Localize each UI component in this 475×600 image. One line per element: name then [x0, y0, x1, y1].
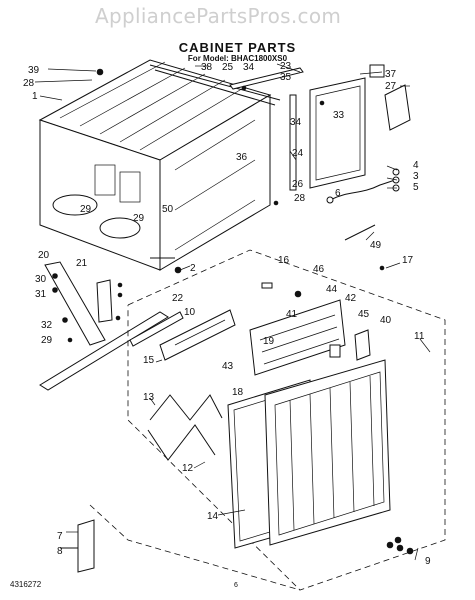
callout-19: 19 — [263, 336, 275, 347]
callout-22: 22 — [172, 293, 184, 304]
wire-harness-drawing — [326, 168, 400, 241]
callout-42: 42 — [345, 293, 357, 304]
callout-25: 25 — [222, 62, 234, 73]
control-panel-drawing — [159, 282, 371, 376]
callout-35: 35 — [280, 72, 292, 83]
callout-14: 14 — [207, 511, 219, 522]
callout-13: 13 — [143, 392, 155, 403]
callout-27: 27 — [385, 81, 397, 92]
callout-28: 28 — [23, 78, 35, 89]
callout-41: 41 — [286, 309, 298, 320]
callout-46: 46 — [313, 264, 325, 275]
callout-18: 18 — [232, 387, 244, 398]
callout-30: 30 — [35, 274, 47, 285]
grille-filter-drawing — [227, 359, 391, 549]
callout-8: 8 — [57, 546, 63, 557]
callout-40: 40 — [380, 315, 392, 326]
callout-15: 15 — [143, 355, 155, 366]
callout-labels: 39 28 1 38 25 34 23 35 37 27 33 34 36 24… — [23, 61, 431, 567]
callout-20: 20 — [38, 250, 50, 261]
callout-2: 2 — [190, 263, 196, 274]
callout-32: 32 — [41, 320, 53, 331]
diagram-title: CABINET PARTS — [178, 40, 297, 55]
callout-7: 7 — [57, 531, 63, 542]
callout-38: 38 — [201, 62, 213, 73]
cabinet-shell-drawing — [38, 59, 281, 271]
callout-50: 50 — [162, 204, 174, 215]
callout-39: 39 — [28, 65, 40, 76]
callout-37: 37 — [385, 69, 397, 80]
callout-33: 33 — [333, 110, 345, 121]
screw-hardware — [96, 68, 385, 274]
callout-36: 36 — [236, 152, 248, 163]
callout-34: 34 — [243, 62, 255, 73]
callout-24: 24 — [292, 148, 304, 159]
callout-29c: 29 — [41, 335, 53, 346]
callout-45: 45 — [358, 309, 370, 320]
callout-9: 9 — [425, 556, 431, 567]
callout-23: 23 — [280, 61, 292, 72]
page-number: 6 — [234, 582, 238, 589]
callout-34b: 34 — [290, 117, 302, 128]
callout-29a: 29 — [80, 204, 92, 215]
callout-29b: 29 — [133, 213, 145, 224]
callout-17: 17 — [402, 255, 414, 266]
front-assembly-outline — [89, 249, 446, 591]
callout-44: 44 — [326, 284, 338, 295]
callout-26: 26 — [292, 179, 304, 190]
filter-panel-drawing — [309, 64, 411, 189]
callout-6: 6 — [335, 188, 341, 199]
model-subtitle: For Model: BHAC1800XS0 — [187, 54, 288, 63]
callout-5: 5 — [413, 182, 419, 193]
heater-coil-drawing — [147, 394, 223, 461]
left-brackets-drawing — [39, 261, 184, 391]
callout-4: 4 — [413, 160, 419, 171]
callout-49: 49 — [370, 240, 382, 251]
callout-28b: 28 — [294, 193, 306, 204]
drawing-number: 4316272 — [10, 580, 42, 589]
callout-1: 1 — [32, 91, 38, 102]
callout-11: 11 — [414, 331, 425, 342]
callout-10: 10 — [184, 307, 196, 318]
rail-strips — [150, 67, 304, 259]
callout-3: 3 — [413, 171, 419, 182]
watermark: AppliancePartsPros.com — [95, 4, 342, 28]
callout-16: 16 — [278, 255, 290, 266]
callout-12: 12 — [182, 463, 194, 474]
callout-21: 21 — [76, 258, 88, 269]
lower-hardware-drawing — [60, 519, 414, 573]
callout-43: 43 — [222, 361, 234, 372]
callout-31: 31 — [35, 289, 47, 300]
